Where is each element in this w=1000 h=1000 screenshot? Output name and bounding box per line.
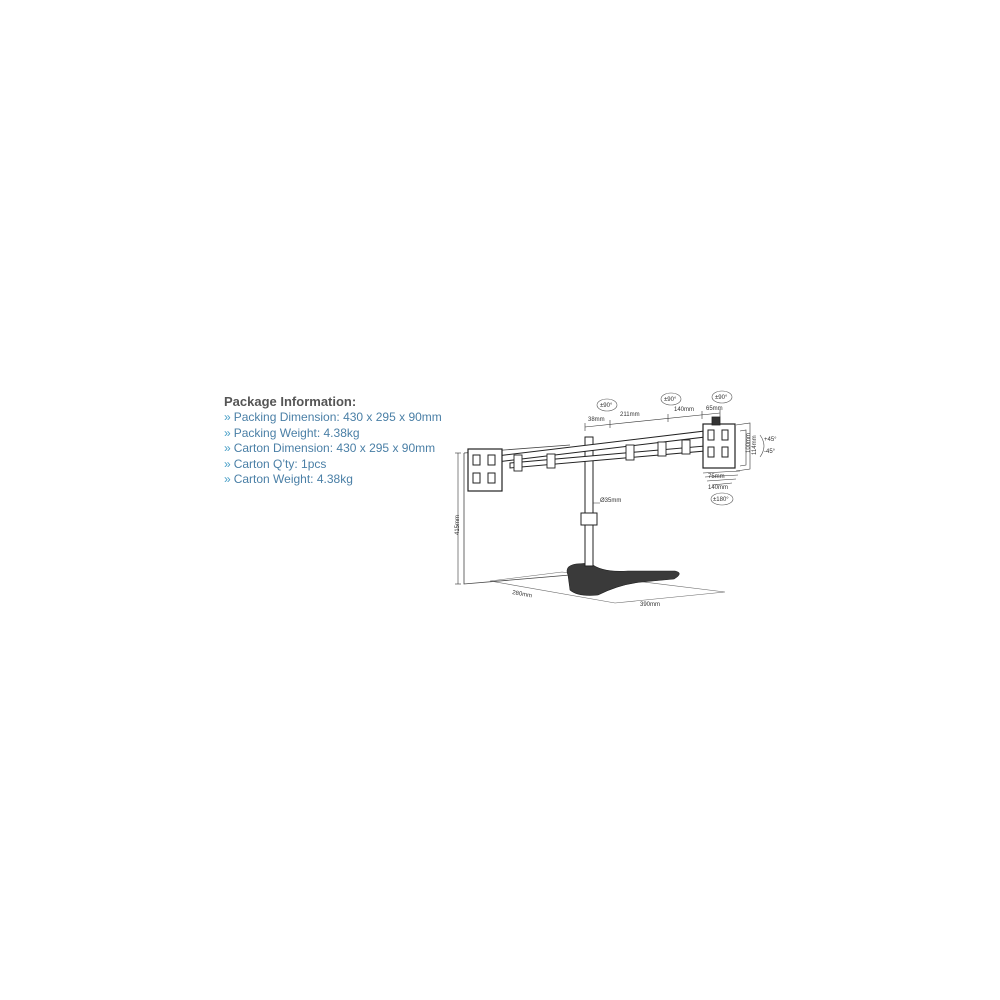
top-dimension-line — [584, 409, 721, 431]
bullet-icon: » — [224, 425, 231, 440]
left-vesa-plate — [467, 448, 503, 492]
package-information-list: »Packing Dimension: 430 x 295 x 90mm »Pa… — [224, 410, 474, 488]
carton-quantity: Carton Q’ty: 1pcs — [233, 456, 327, 471]
list-item: »Packing Weight: 4.38kg — [224, 426, 474, 442]
tilt-up-angle: +45° — [764, 437, 777, 443]
dim-75-label: 75mm — [708, 474, 725, 480]
height-label: 415mm — [455, 515, 461, 535]
tilt-mid-angle: ±90° — [664, 397, 677, 403]
right-vesa-plate — [702, 416, 736, 469]
dim-65-label: 65mm — [706, 406, 723, 412]
tilt-down-angle: -45° — [764, 449, 776, 455]
depth-label: 280mm — [512, 590, 533, 599]
list-item: »Packing Dimension: 430 x 295 x 90mm — [224, 410, 474, 426]
tilt-right-angle: ±90° — [715, 395, 728, 401]
list-item: »Carton Dimension: 430 x 295 x 90mm — [224, 441, 474, 457]
package-information-title: Package Information: — [224, 394, 357, 409]
pole-diameter-label: Ø35mm — [600, 498, 621, 504]
dim-140-label: 140mm — [674, 407, 694, 413]
right-dimension-stack — [702, 422, 751, 486]
arm-joints — [513, 439, 691, 472]
dim-140b-label: 140mm — [708, 485, 728, 491]
dim-38-label: 38mm — [588, 417, 605, 423]
width-label: 390mm — [640, 602, 660, 608]
list-item: »Carton Weight: 4.38kg — [224, 472, 474, 488]
angle-arcs — [596, 390, 765, 506]
dim-211-label: 211mm — [620, 412, 640, 418]
bullet-icon: » — [224, 472, 231, 487]
packing-dimension: Packing Dimension: 430 x 295 x 90mm — [233, 410, 442, 424]
package-information: Package Information: »Packing Dimension:… — [224, 394, 474, 488]
carton-dimension: Carton Dimension: 430 x 295 x 90mm — [233, 441, 436, 456]
packing-weight: Packing Weight: 4.38kg — [233, 425, 360, 440]
dim-114-label: 114mm — [752, 435, 758, 455]
rotate-angle: ±180° — [713, 497, 729, 503]
dim-100-label: 100mm — [746, 433, 752, 453]
tilt-left-angle: ±90° — [600, 403, 613, 409]
height-dimension-line — [455, 452, 461, 585]
stand-base — [566, 562, 680, 596]
bullet-icon: » — [224, 441, 231, 456]
bullet-icon: » — [224, 410, 231, 424]
pole-clamp — [580, 512, 598, 526]
stand-pole — [584, 436, 594, 567]
list-item: »Carton Q’ty: 1pcs — [224, 457, 474, 473]
carton-weight: Carton Weight: 4.38kg — [233, 472, 353, 487]
monitor-stand-diagram: 415mm 280mm 390mm Ø35mm 38mm 211mm 140mm… — [455, 390, 777, 608]
floor-plane — [489, 571, 726, 604]
bullet-icon: » — [224, 456, 231, 471]
